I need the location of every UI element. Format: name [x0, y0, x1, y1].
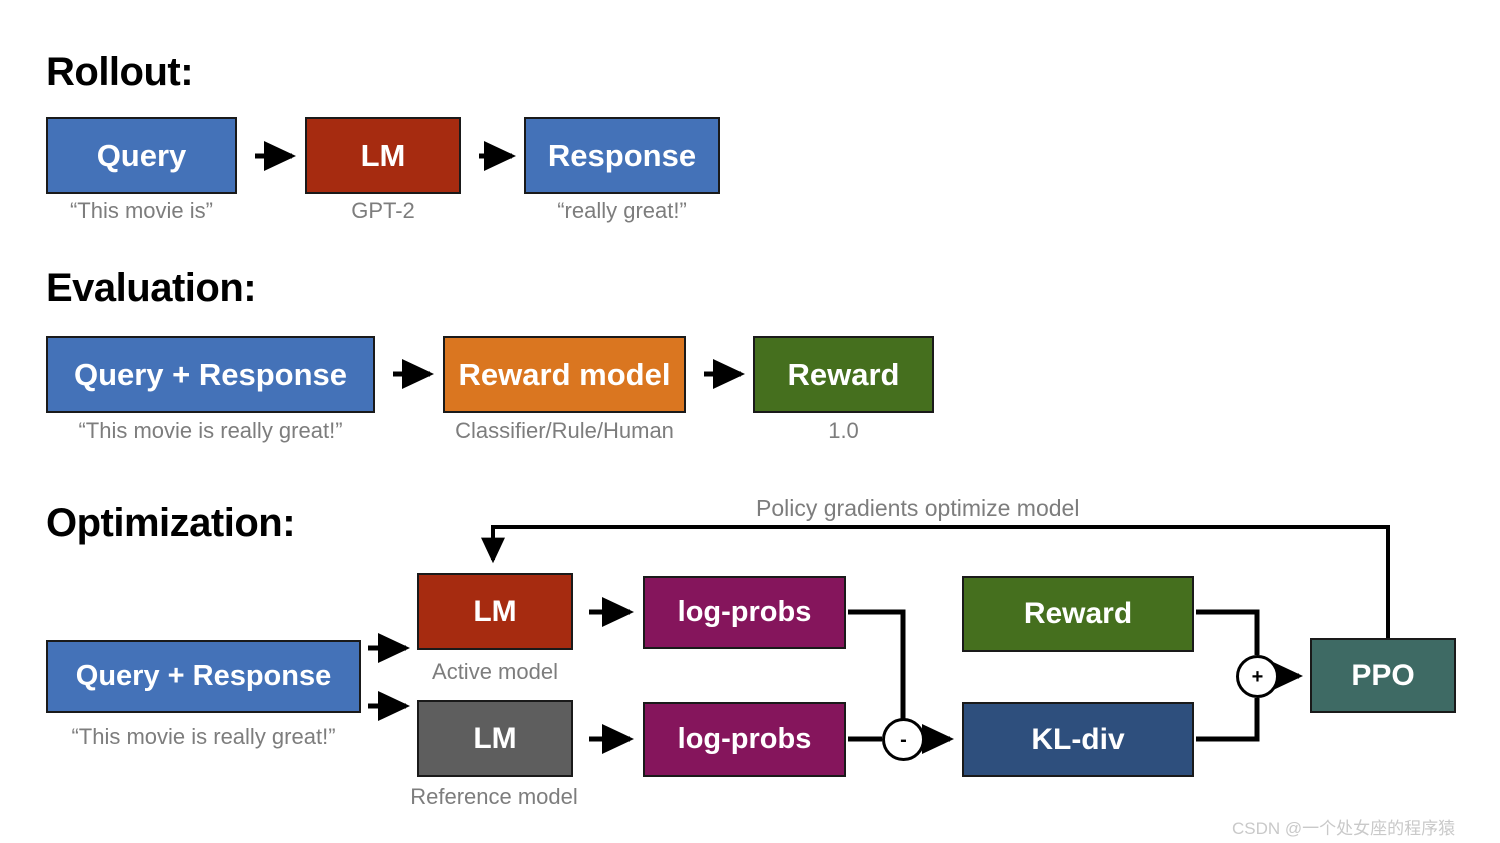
node-optimization-lm-active[interactable]: LM [417, 573, 573, 650]
node-label: Response [547, 138, 697, 173]
node-evaluation-reward-model[interactable]: Reward model [443, 336, 686, 413]
label-policy-gradients: Policy gradients optimize model [756, 495, 1080, 521]
wire-kldiv-to-plus [1196, 698, 1260, 742]
node-optimization-kl-div[interactable]: KL-div [962, 702, 1194, 777]
node-label: log-probs [677, 723, 812, 755]
csdn-watermark: CSDN @一个处女座的程序猿 [1232, 819, 1456, 838]
node-label: log-probs [677, 596, 812, 628]
node-label: Query + Response [75, 660, 332, 692]
minus-icon: - [900, 728, 907, 751]
caption-rollout-lm: GPT-2 [351, 198, 415, 223]
node-optimization-log-probs-active[interactable]: log-probs [643, 576, 846, 649]
operator-plus-circle: + [1236, 655, 1279, 698]
operator-minus-circle: - [882, 718, 925, 761]
caption-rollout-query: “This movie is” [69, 198, 213, 223]
node-evaluation-query-response[interactable]: Query + Response [46, 336, 375, 413]
section-title-optimization: Optimization: [46, 501, 296, 545]
node-label: Reward model [458, 357, 671, 392]
node-label: KL-div [1031, 722, 1125, 756]
node-label: Query + Response [73, 357, 348, 392]
section-title-evaluation: Evaluation: [46, 266, 257, 310]
node-label: PPO [1351, 658, 1415, 692]
node-optimization-reward[interactable]: Reward [962, 576, 1194, 652]
node-label: LM [360, 138, 406, 173]
node-label: Reward [1023, 597, 1133, 630]
wire-reward-to-plus [1196, 609, 1260, 655]
node-evaluation-reward[interactable]: Reward [753, 336, 934, 413]
node-label: Reward [787, 357, 900, 392]
node-optimization-lm-reference[interactable]: LM [417, 700, 573, 777]
node-label: Query [96, 138, 187, 173]
wire-logprobs-active-to-minus [848, 609, 906, 720]
caption-evaluation-query-response: “This movie is really great!” [78, 418, 343, 443]
node-rollout-lm[interactable]: LM [305, 117, 461, 194]
node-label: LM [473, 594, 517, 628]
node-rollout-response[interactable]: Response [524, 117, 720, 194]
caption-optimization-lm-reference: Reference model [410, 784, 578, 809]
caption-optimization-lm-active: Active model [432, 659, 558, 684]
node-rollout-query[interactable]: Query [46, 117, 237, 194]
node-optimization-query-response[interactable]: Query + Response [46, 640, 361, 713]
caption-evaluation-reward-model: Classifier/Rule/Human [455, 418, 674, 443]
section-title-rollout: Rollout: [46, 50, 194, 94]
node-label: LM [473, 721, 517, 755]
plus-icon: + [1251, 665, 1264, 688]
wire-ppo-feedback-loop [481, 525, 1390, 638]
caption-optimization-query-response: “This movie is really great!” [71, 724, 336, 749]
node-optimization-log-probs-reference[interactable]: log-probs [643, 702, 846, 777]
caption-evaluation-reward: 1.0 [828, 418, 859, 443]
caption-rollout-response: “really great!” [557, 198, 687, 223]
node-optimization-ppo[interactable]: PPO [1310, 638, 1456, 713]
